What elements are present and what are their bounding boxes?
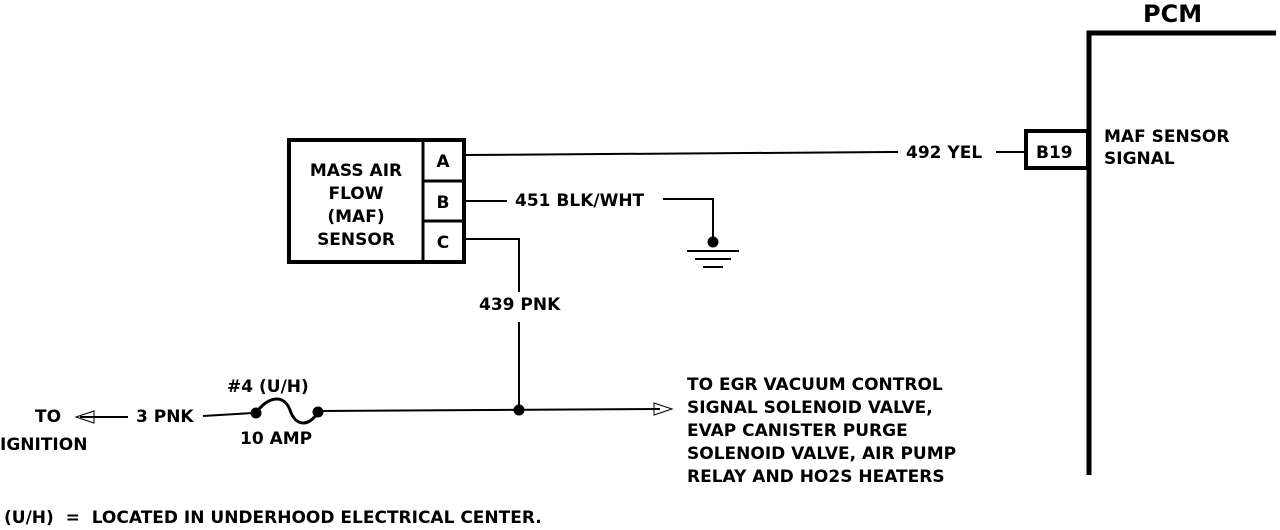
fuse-terminal-right [312,406,324,418]
fuse-rating-label: 10 AMP [240,429,312,449]
destination-line5: RELAY AND HO2S HEATERS [687,467,945,487]
maf-pin-a: A [436,152,450,172]
ignition-label: IGNITION [0,435,87,455]
ground-wire-label: 451 BLK/WHT [515,191,645,211]
ground-wire-right [663,198,714,243]
ignition-to-label: TO [35,407,61,427]
signal-wire-left [463,151,899,156]
destination-line4: SOLENOID VALVE, AIR PUMP [687,444,956,464]
pcm-signal-label-line1: MAF SENSOR [1104,127,1229,147]
destination-line2: SIGNAL SOLENOID VALVE, [687,398,933,418]
power-wire-label: 439 PNK [479,295,561,315]
maf-name-line1: MASS AIR [310,161,402,181]
feed-arrow-head [653,402,674,416]
pcm-signal-label-line2: SIGNAL [1104,149,1175,169]
ignition-wire [202,412,254,417]
destination-line1: TO EGR VACUUM CONTROL [687,375,943,395]
maf-name-line2: FLOW [328,184,383,204]
ground-splice-dot [707,236,719,248]
ignition-wire-label: 3 PNK [136,407,194,427]
pcm-connector-b19 [1024,129,1090,170]
destination-line3: EVAP CANISTER PURGE [687,421,908,441]
maf-pin-c: C [437,233,449,253]
footnote: (U/H) = LOCATED IN UNDERHOOD ELECTRICAL … [4,508,542,528]
feed-wire [317,408,661,412]
maf-name-line3: (MAF) [327,207,384,227]
ignition-arrow-head [74,410,95,424]
power-wire-upper [464,238,520,292]
maf-name-line4: SENSOR [317,230,395,250]
maf-pin-b: B [437,193,450,213]
fuse-element [254,397,320,425]
signal-wire-label: 492 YEL [906,143,982,163]
pcm-title: PCM [1143,0,1202,28]
pcm-outline [1086,30,1276,475]
pcm-pin-label: B19 [1036,143,1073,163]
feed-splice-dot [513,404,525,416]
ground-symbol [687,250,739,268]
fuse-id-label: #4 (U/H) [227,377,309,397]
